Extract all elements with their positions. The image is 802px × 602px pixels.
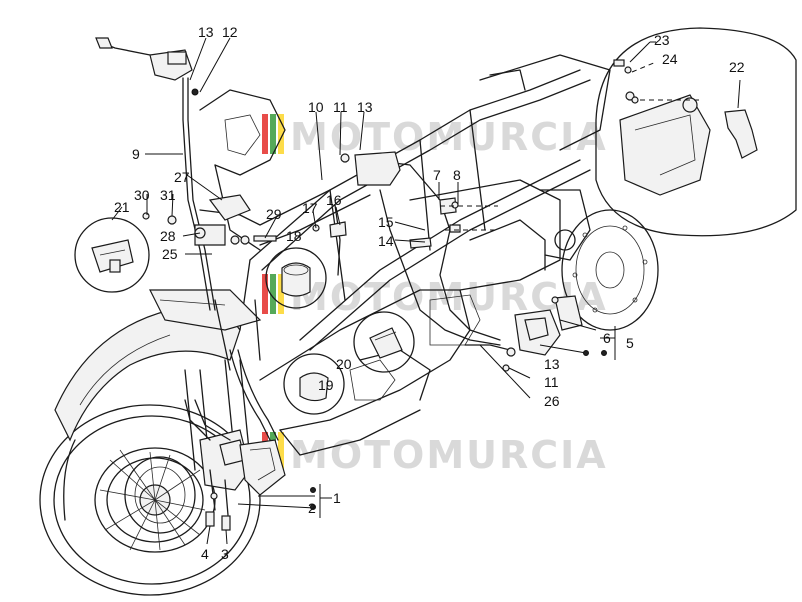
part-label: 8 — [453, 167, 461, 183]
part-label: 20 — [336, 356, 352, 372]
hose-clamps — [329, 197, 461, 249]
part-label: 22 — [729, 59, 745, 75]
front-headlight — [149, 289, 262, 331]
watermark-top: MOTOMURCIA — [262, 114, 608, 159]
front-fender — [54, 306, 241, 442]
part-label: 21 — [114, 199, 130, 215]
part-label: 30 — [134, 187, 150, 203]
front-brake-lever — [95, 37, 171, 61]
part-label: 13 — [198, 24, 214, 40]
wm-stripe-red — [262, 274, 268, 314]
rear-disc-holes — [572, 225, 648, 313]
front-wheel-spokes — [99, 449, 206, 551]
wm-stripe-yellow — [278, 274, 284, 314]
part-label: 26 — [544, 393, 560, 409]
detail-inset-21 — [74, 217, 150, 293]
detail-inset-19 — [283, 353, 345, 415]
part-label: 17 — [302, 200, 318, 216]
part-label: 14 — [378, 233, 394, 249]
rear-bracket-22 — [724, 109, 758, 159]
wm-stripe-red — [262, 114, 268, 154]
part-label: 24 — [662, 51, 678, 67]
brake-distributor — [340, 151, 401, 186]
part-label: 16 — [326, 192, 342, 208]
wm-stripe-yellow — [278, 432, 284, 472]
front-master-cylinder — [149, 49, 199, 96]
part-label: 11 — [544, 374, 559, 390]
part-label: 3 — [221, 546, 229, 562]
part-labels: 13 12 9 27 10 11 13 7 8 15 14 16 17 29 3… — [114, 24, 745, 562]
watermark-middle: MOTOMURCIA — [262, 274, 606, 319]
part-label: 31 — [160, 187, 176, 203]
part-label: 9 — [132, 146, 140, 162]
front-brake-caliper — [199, 429, 286, 516]
wm-stripe-yellow — [278, 114, 284, 154]
watermark-bottom: MOTOMURCIA — [262, 432, 608, 477]
part-label: 12 — [222, 24, 238, 40]
part-label: 25 — [162, 246, 178, 262]
part-label: 13 — [544, 356, 560, 372]
rear-detail-inset — [595, 27, 797, 237]
part-label: 29 — [266, 206, 282, 222]
watermark-text: MOTOMURCIA — [290, 115, 608, 159]
part-label: 10 — [308, 99, 324, 115]
part-label: 18 — [286, 228, 302, 244]
detail-inset-18 — [265, 247, 327, 309]
watermark-text: MOTOMURCIA — [290, 433, 608, 477]
part-label: 1 — [333, 490, 341, 506]
part-label: 15 — [378, 214, 394, 230]
part-label: 6 — [603, 330, 611, 346]
wm-stripe-green — [270, 114, 276, 154]
part-label: 28 — [160, 228, 176, 244]
front-brake-disc — [124, 456, 196, 534]
leader-lines — [111, 37, 741, 545]
part-label: 5 — [626, 335, 634, 351]
part-label: 2 — [308, 500, 316, 516]
detail-inset-20 — [353, 311, 415, 373]
rear-brake-disc — [561, 209, 659, 331]
part-label: 23 — [654, 32, 670, 48]
part-label: 4 — [201, 546, 209, 562]
part-label: 11 — [333, 99, 348, 115]
part-label: 13 — [357, 99, 373, 115]
rear-brake-caliper — [514, 295, 583, 356]
part-label: 19 — [318, 377, 334, 393]
brake-hoses — [182, 77, 511, 441]
part-label: 7 — [433, 167, 441, 183]
part-label: 27 — [174, 169, 190, 185]
front-wheel — [39, 404, 261, 596]
wm-stripe-green — [270, 274, 276, 314]
